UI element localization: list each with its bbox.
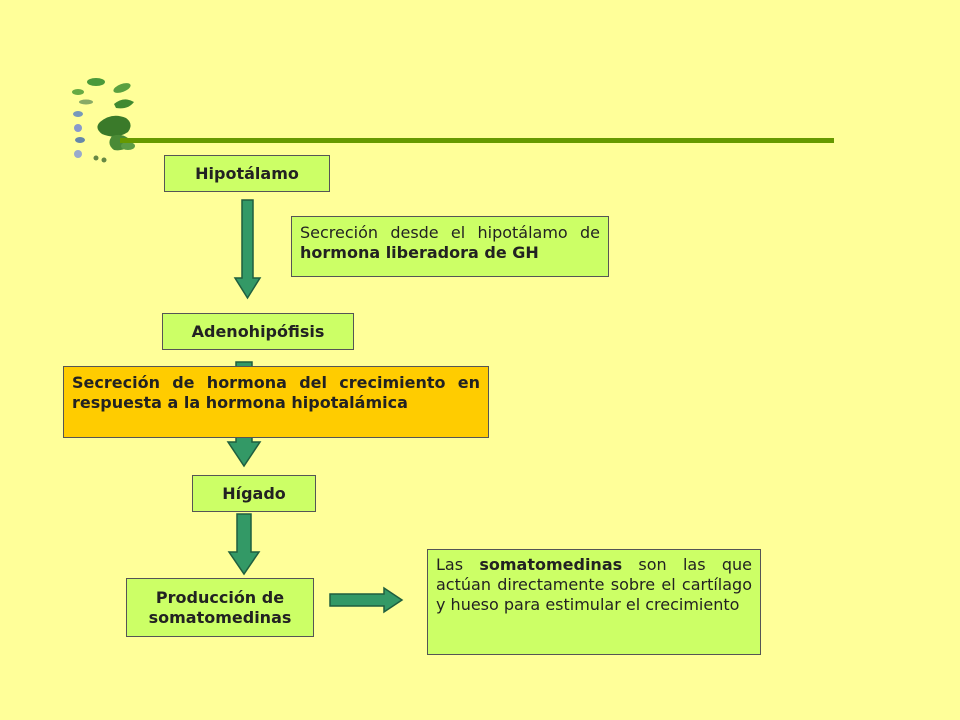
somatomedin-production-box: Producción de somatomedinas — [126, 578, 314, 637]
hypothalamus-box: Hipotálamo — [164, 155, 330, 192]
arrow-hypothalamus-to-adenohypophysis — [233, 199, 262, 300]
gh-secretion-box: Secreción de hormona del crecimiento en … — [63, 366, 489, 438]
somatomedin-note-text: son las que actúan directamente sobre el… — [436, 555, 752, 614]
frog-life-cycle-icon — [72, 78, 135, 163]
arrow-production-to-note — [329, 586, 404, 614]
somatomedin-note-box: Las somatomedinas son las que actúan dir… — [427, 549, 761, 655]
hypothalamus-note-box: Secreción desde el hipotálamo de hormona… — [291, 216, 609, 277]
arrow-liver-to-production — [227, 513, 261, 576]
gh-secretion-text: Secreción de hormona del crecimiento en … — [72, 373, 480, 412]
hypothalamus-note-text: Secreción desde el hipotálamo de — [300, 223, 600, 242]
somatomedinas-label: somatomedinas — [479, 555, 623, 574]
liver-box: Hígado — [192, 475, 316, 512]
ghrh-label: hormona liberadora de GH — [300, 243, 539, 262]
adenohypophysis-box: Adenohipófisis — [162, 313, 354, 350]
header-rule — [120, 138, 834, 143]
somatomedin-note-prefix: Las — [436, 555, 480, 574]
